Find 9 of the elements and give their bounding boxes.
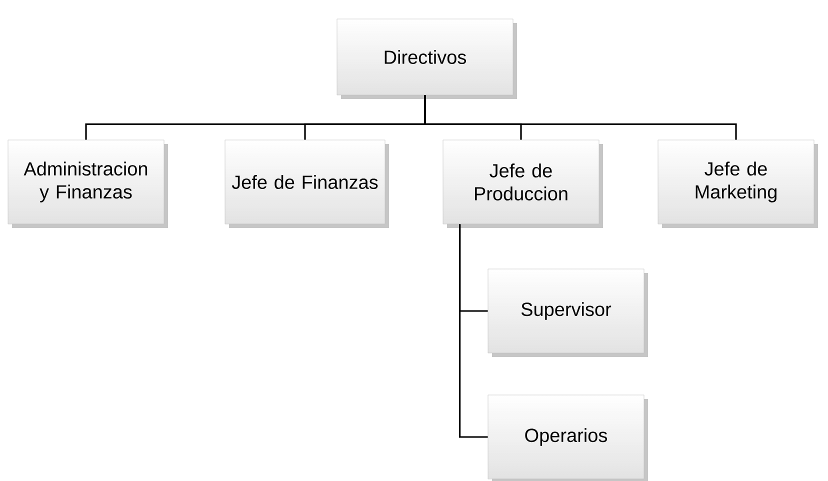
- org-box: Jefe de Produccion: [442, 140, 603, 228]
- org-box: Administracion y Finanzas: [8, 140, 168, 228]
- connector-line: [459, 224, 488, 438]
- org-box: Jefe de Marketing: [658, 140, 818, 228]
- org-box: Operarios: [488, 394, 648, 481]
- connector-line: [424, 95, 737, 140]
- org-box: Directivos: [336, 18, 517, 99]
- org-box: Supervisor: [488, 268, 648, 357]
- org-box: Jefe de Finanzas: [224, 140, 389, 228]
